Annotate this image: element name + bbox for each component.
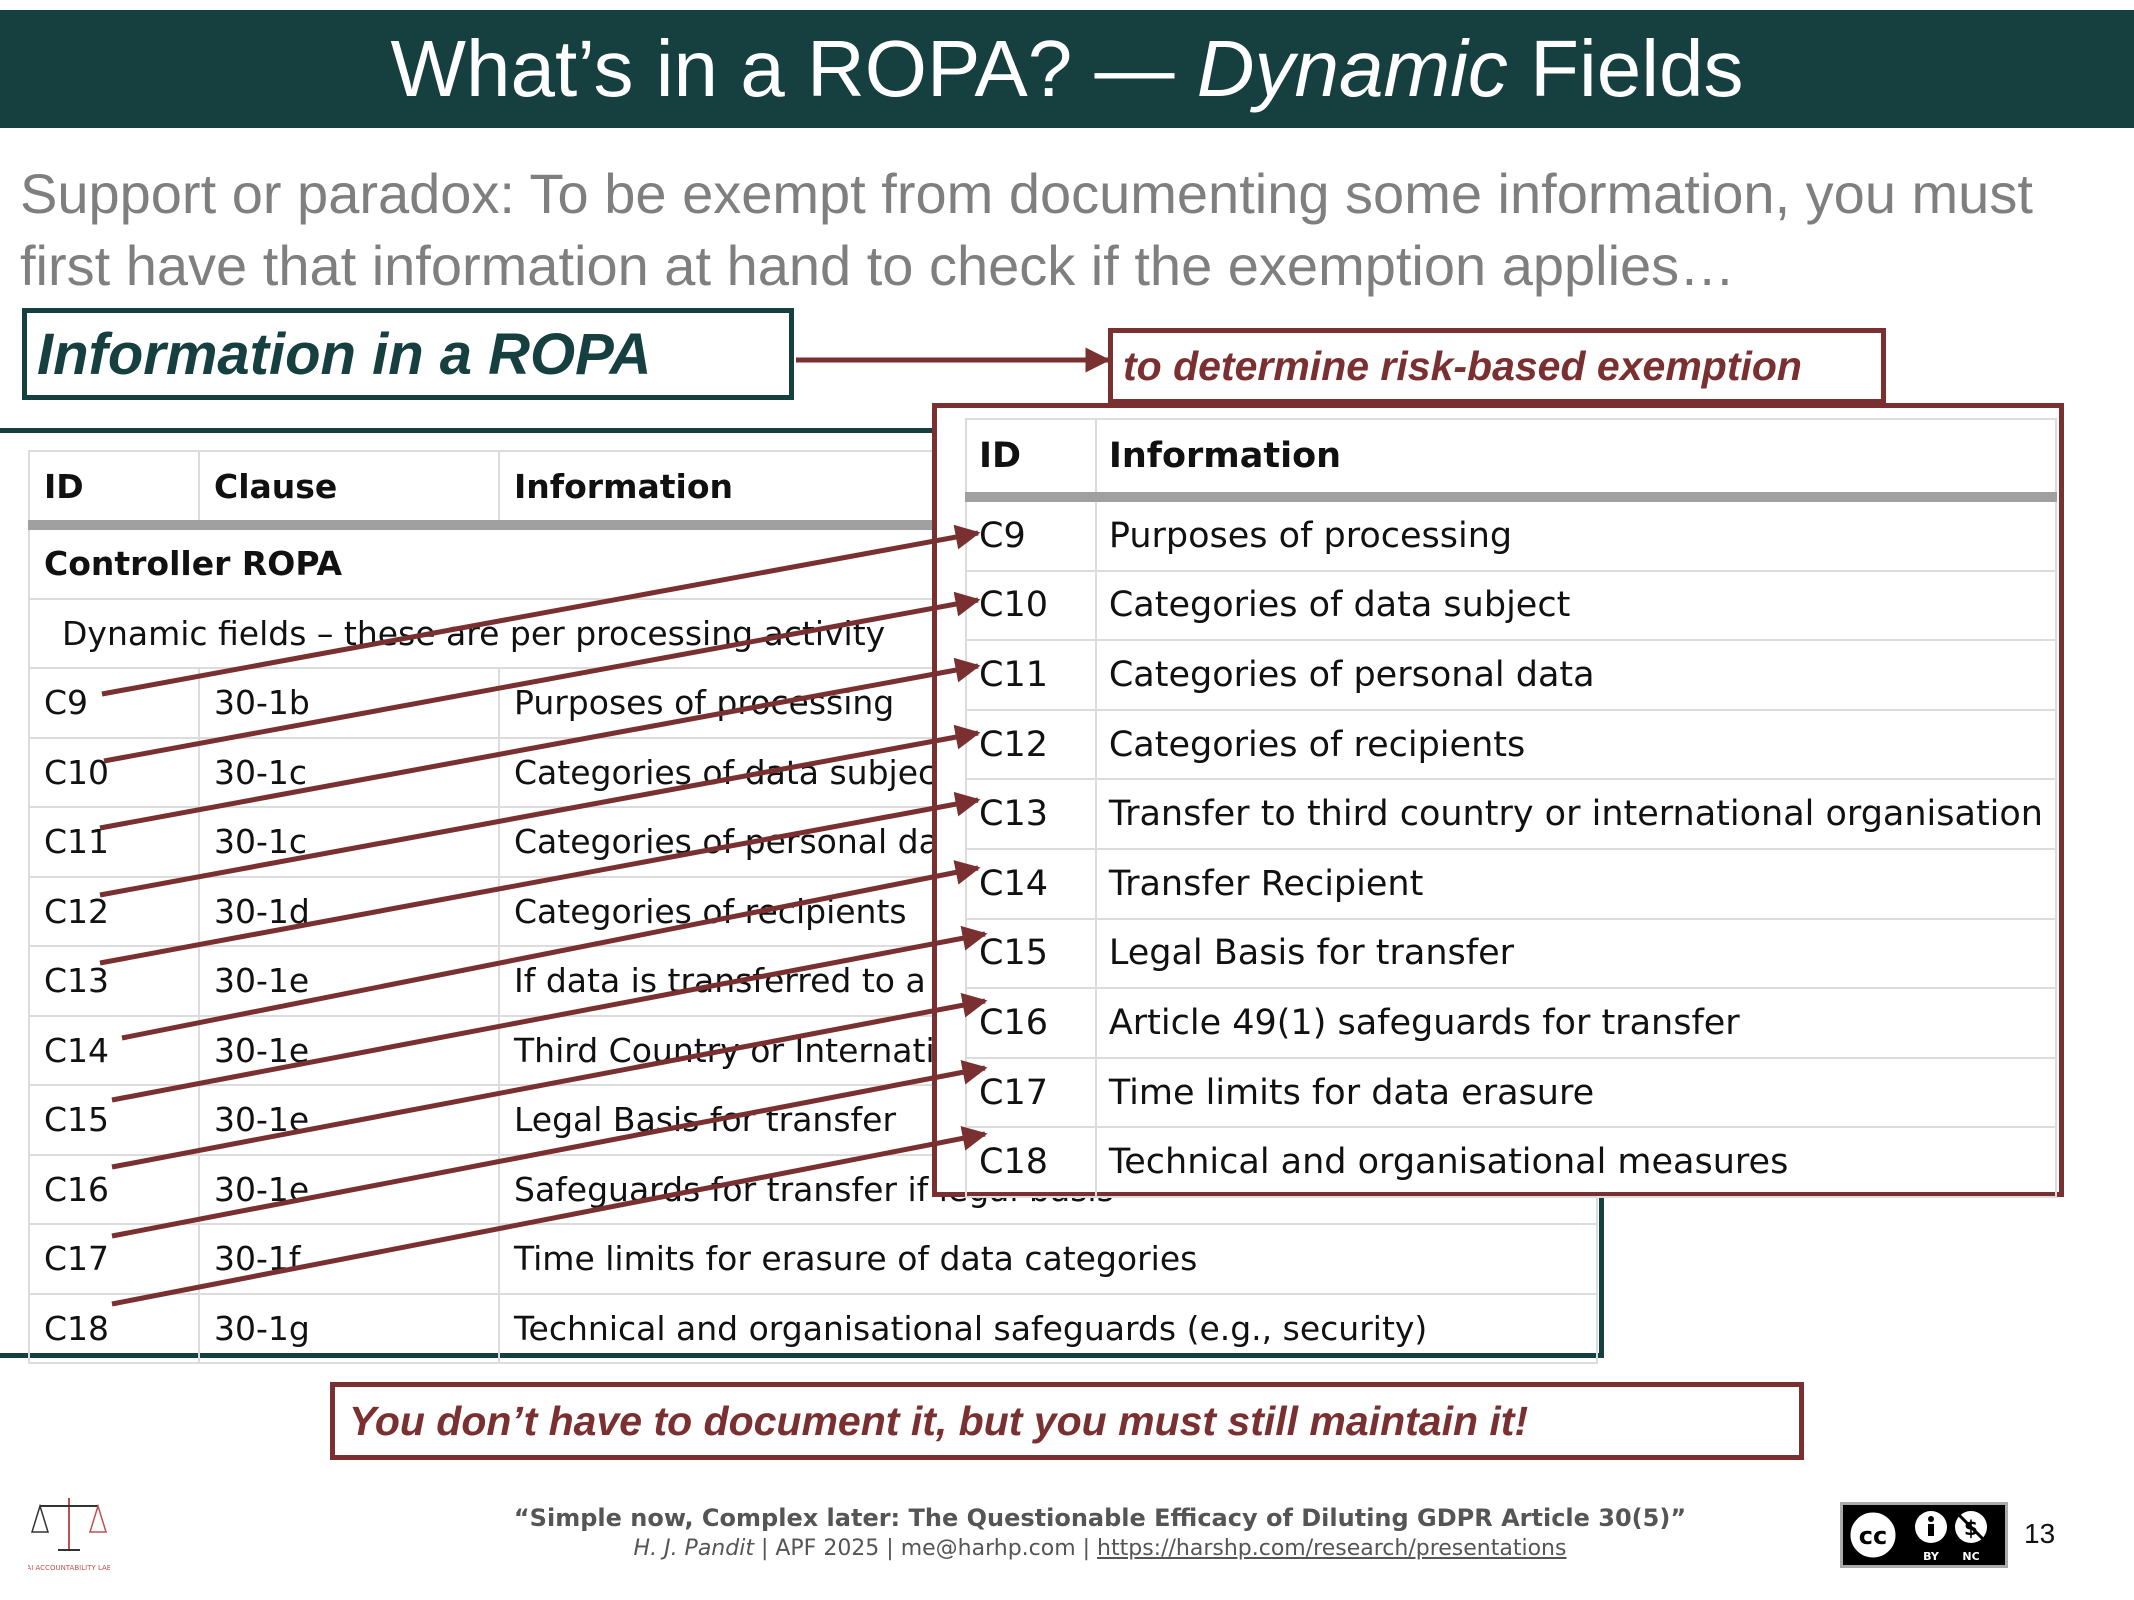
- row-clause: 30-1e: [198, 945, 500, 1017]
- cc-by-nc-icon: cc $ BY NC: [1840, 1502, 2008, 1568]
- row-clause: 30-1d: [198, 875, 500, 947]
- row-info: Purposes of processing: [1094, 496, 2058, 572]
- row-id: C9: [965, 496, 1097, 572]
- row-info: Technical and organisational safeguards …: [498, 1292, 1598, 1364]
- row-id: C14: [28, 1014, 200, 1086]
- logo-text: AI ACCOUNTABILITY LAB: [28, 1564, 110, 1572]
- row-id: C12: [965, 708, 1097, 781]
- row-clause: 30-1e: [198, 1084, 500, 1156]
- row-id: C10: [965, 569, 1097, 642]
- row-info: Categories of data subject: [1094, 569, 2058, 642]
- row-clause: 30-1e: [198, 1014, 500, 1086]
- row-id: C18: [965, 1126, 1097, 1198]
- title-text-italic: Dynamic: [1196, 24, 1508, 113]
- footer-credits: H. J. Pandit | APF 2025 | me@harhp.com |…: [430, 1536, 1770, 1561]
- footer-details: | APF 2025 | me@harhp.com |: [753, 1536, 1098, 1561]
- title-text-part2: Fields: [1507, 24, 1744, 113]
- svg-text:NC: NC: [1962, 1550, 1979, 1563]
- row-clause: 30-1b: [198, 667, 500, 739]
- row-clause: 30-1e: [198, 1153, 500, 1225]
- row-info: Transfer Recipient: [1094, 847, 2058, 920]
- row-info: Time limits for erasure of data categori…: [498, 1223, 1598, 1295]
- row-info: Categories of personal data: [1094, 639, 2058, 711]
- footer-url-link[interactable]: https://harshp.com/research/presentation…: [1097, 1536, 1567, 1561]
- row-id: C12: [28, 875, 200, 947]
- row-id: C18: [28, 1292, 200, 1364]
- row-id: C9: [28, 667, 200, 739]
- title-text-part1: What’s in a ROPA? —: [390, 24, 1197, 113]
- row-id: C11: [965, 639, 1097, 711]
- row-id: C13: [28, 945, 200, 1017]
- header-clause: Clause: [198, 450, 500, 530]
- header-id: ID: [28, 450, 200, 530]
- row-clause: 30-1c: [198, 806, 500, 878]
- row-info: Article 49(1) safeguards for transfer: [1094, 987, 2058, 1059]
- header-information: Information: [1094, 418, 2058, 502]
- footer-author: H. J. Pandit: [633, 1536, 754, 1561]
- row-info: Technical and organisational measures: [1094, 1126, 2058, 1198]
- row-id: C13: [965, 778, 1097, 850]
- row-clause: 30-1c: [198, 736, 500, 808]
- row-id: C15: [28, 1084, 200, 1156]
- scales-icon: AI ACCOUNTABILITY LAB: [26, 1492, 112, 1578]
- row-clause: 30-1f: [198, 1223, 500, 1295]
- row-info: Categories of recipients: [1094, 708, 2058, 781]
- header-id: ID: [965, 418, 1097, 502]
- table-header-row: ID Information: [965, 418, 2058, 502]
- row-id: C16: [965, 987, 1097, 1059]
- row-id: C11: [28, 806, 200, 878]
- slide-title: What’s in a ROPA? — Dynamic Fields: [0, 10, 2134, 128]
- footer-title: “Simple now, Complex later: The Question…: [513, 1504, 1687, 1532]
- row-id: C17: [965, 1056, 1097, 1129]
- row-info: Time limits for data erasure: [1094, 1056, 2058, 1129]
- info-label-box: Information in a ROPA: [22, 308, 794, 400]
- bottom-label-box: You don’t have to document it, but you m…: [330, 1382, 1804, 1460]
- row-id: C17: [28, 1223, 200, 1295]
- row-clause: 30-1g: [198, 1292, 500, 1364]
- row-info: Transfer to third country or internation…: [1094, 778, 2058, 850]
- svg-text:BY: BY: [1923, 1550, 1940, 1563]
- row-info: Legal Basis for transfer: [1094, 917, 2058, 990]
- row-id: C10: [28, 736, 200, 808]
- page-number: 13: [2024, 1518, 2056, 1549]
- svg-text:cc: cc: [1859, 1522, 1887, 1550]
- slide-subtitle: Support or paradox: To be exempt from do…: [20, 162, 2033, 297]
- row-id: C16: [28, 1153, 200, 1225]
- row-id: C15: [965, 917, 1097, 990]
- row-id: C14: [965, 847, 1097, 920]
- risk-label-box: to determine risk-based exemption: [1108, 328, 1886, 404]
